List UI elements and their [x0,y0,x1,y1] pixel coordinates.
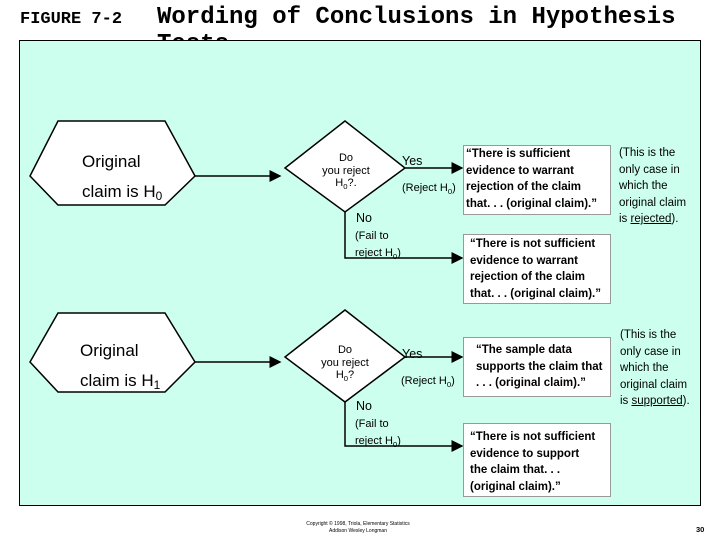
result-box-reject-h1 [463,337,611,397]
result-line: evidence to warrant [466,164,575,177]
fail-suffix: ) [397,246,401,259]
result-line: supports the claim that [476,360,603,373]
reject-suffix: ) [452,182,456,194]
claim-line2: claim is H1 [80,366,160,396]
result-line: evidence to support [470,447,580,460]
note-end: ). [671,213,679,225]
result-line: “There is not sufficient [470,238,596,250]
result-line: the claim that. . . [470,464,561,476]
result-text-fail-h0: “There is not sufficient evidence to war… [470,236,601,302]
decision-line1: Do [337,344,353,356]
decision-suffix: ? [348,369,355,381]
claim-line2: claim is H0 [82,177,162,207]
claim-text-h1: Original claim is H1 [80,336,160,396]
fail-line1: (Fail to [355,230,389,242]
fail-line1: (Fail to [355,418,389,430]
claim-hexagon-h0 [29,120,196,206]
note-h1: (This is the only case in which the orig… [620,327,690,410]
note-emphasis: rejected [630,213,672,225]
note-prefix: is [620,395,632,407]
note-line: is rejected). [619,211,686,228]
decision-suffix: ?. [347,177,357,189]
result-line: (original claim).” [470,480,561,493]
result-line: that. . . (original claim).” [470,287,601,300]
decision-line3: H0? [309,369,381,382]
result-text-reject-h1: “The sample data supports the claim that… [476,342,603,392]
result-line: “There is not sufficient [470,431,596,443]
decision-sub: 0 [343,182,348,191]
note-line: (This is the [619,147,676,159]
fail-prefix: reject H [355,246,393,259]
note-h0: (This is the only case in which the orig… [619,145,686,228]
no-label-h1: No [356,399,372,413]
fail-suffix: ) [397,434,401,447]
result-line: “There is sufficient [466,148,571,160]
claim-prefix: claim is H [82,182,156,201]
fail-line2: reject H0) [355,245,401,262]
reject-sub: 0 [446,380,452,389]
claim-hexagon-h1 [29,312,196,393]
note-line: which the [620,362,669,374]
reject-sub: 0 [447,187,453,196]
connector-no-h0 [344,212,464,264]
result-line: rejection of the claim [466,181,582,193]
note-prefix: is [619,213,631,225]
note-line: original claim [620,378,688,391]
claim-text-h0: Original claim is H0 [82,147,162,207]
note-line: original claim [619,196,687,209]
reject-label-h1: (Reject H0) [401,373,455,390]
decision-line1: Do [338,152,354,164]
fail-prefix: reject H [355,434,393,447]
copyright-line1: Copyright © 1998, Triola, Elementary Sta… [306,521,410,527]
claim-line1: Original [82,152,141,171]
note-line: which the [619,180,668,192]
reject-label-h0: (Reject H0) [402,180,456,197]
decision-sub: 0 [343,374,349,383]
no-label-h0: No [356,211,372,225]
reject-prefix: (Reject H [401,375,447,387]
note-line: is supported). [620,393,690,410]
fail-label-h0: (Fail to reject H0) [355,228,401,261]
note-emphasis: supported [631,395,683,407]
result-line: . . . (original claim).” [476,377,586,389]
result-box-reject-h0 [463,145,611,215]
note-line: only case in [619,163,680,176]
claim-subscript: 0 [155,189,163,203]
result-box-fail-h0 [463,234,611,304]
reject-suffix: ) [451,375,455,387]
note-line: (This is the [620,329,677,341]
result-line: that. . . (original claim).” [466,197,597,210]
decision-h: H [335,369,344,381]
yes-label-h0: Yes [402,154,423,168]
fail-label-h1: (Fail to reject H0) [355,416,401,449]
copyright-line2: Addison Wesley Longman [329,528,387,534]
claim-line1: Original [80,341,139,360]
reject-prefix: (Reject H [402,182,448,194]
figure-label: FIGURE 7-2 [20,10,123,29]
decision-h: H [335,177,344,189]
decision-line3: H0?. [310,177,382,190]
result-box-fail-h1 [463,423,611,497]
note-line: only case in [620,345,681,358]
decision-line2: you reject [322,164,370,177]
decision-text-h1: Do you reject H0? [309,344,381,382]
note-end: ). [682,395,690,407]
claim-prefix: claim is H [80,371,154,390]
fail-sub: 0 [392,439,398,449]
yes-label-h1: Yes [402,347,423,361]
claim-subscript: 1 [153,378,161,392]
decision-line2: you reject [321,356,369,369]
result-line: “The sample data [476,344,572,356]
fail-line2: reject H0) [355,433,401,450]
result-text-fail-h1: “There is not sufficient evidence to sup… [470,429,595,495]
fail-sub: 0 [392,251,398,261]
connector-no-h1 [344,402,464,452]
decision-text-h0: Do you reject H0?. [310,152,382,190]
result-line: rejection of the claim [470,271,586,283]
result-text-reject-h0: “There is sufficient evidence to warrant… [466,146,597,212]
copyright-notice: Copyright © 1998, Triola, Elementary Sta… [288,521,428,535]
result-line: evidence to warrant [470,254,579,267]
page-number: 30 [696,525,705,534]
